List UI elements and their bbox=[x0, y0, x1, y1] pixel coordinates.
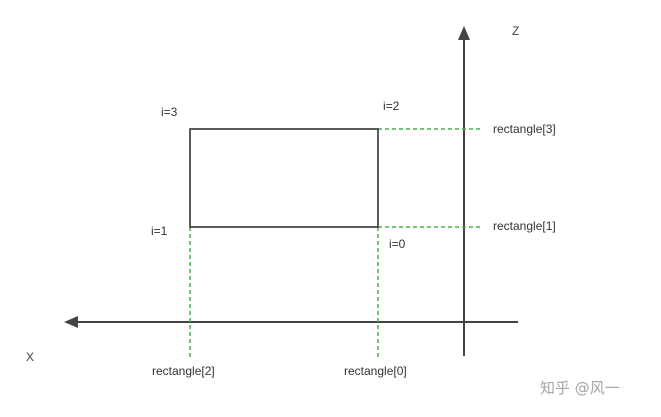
z-axis-label: Z bbox=[512, 24, 519, 38]
projection-label-rectangle-1: rectangle[1] bbox=[493, 219, 556, 233]
corner-label-i3: i=3 bbox=[161, 105, 178, 119]
x-axis-label: X bbox=[26, 350, 34, 364]
rectangle bbox=[189, 128, 379, 228]
x-axis-arrowhead bbox=[64, 316, 78, 328]
projection-label-rectangle-3: rectangle[3] bbox=[493, 122, 556, 136]
projection-label-rectangle-0: rectangle[0] bbox=[344, 364, 407, 378]
corner-label-i1: i=1 bbox=[151, 224, 168, 238]
z-axis-arrowhead bbox=[458, 26, 470, 40]
corner-label-i2: i=2 bbox=[383, 99, 400, 113]
watermark: 知乎 @风一 bbox=[540, 379, 620, 397]
corner-label-i0: i=0 bbox=[389, 237, 406, 251]
projection-label-rectangle-2: rectangle[2] bbox=[152, 364, 215, 378]
